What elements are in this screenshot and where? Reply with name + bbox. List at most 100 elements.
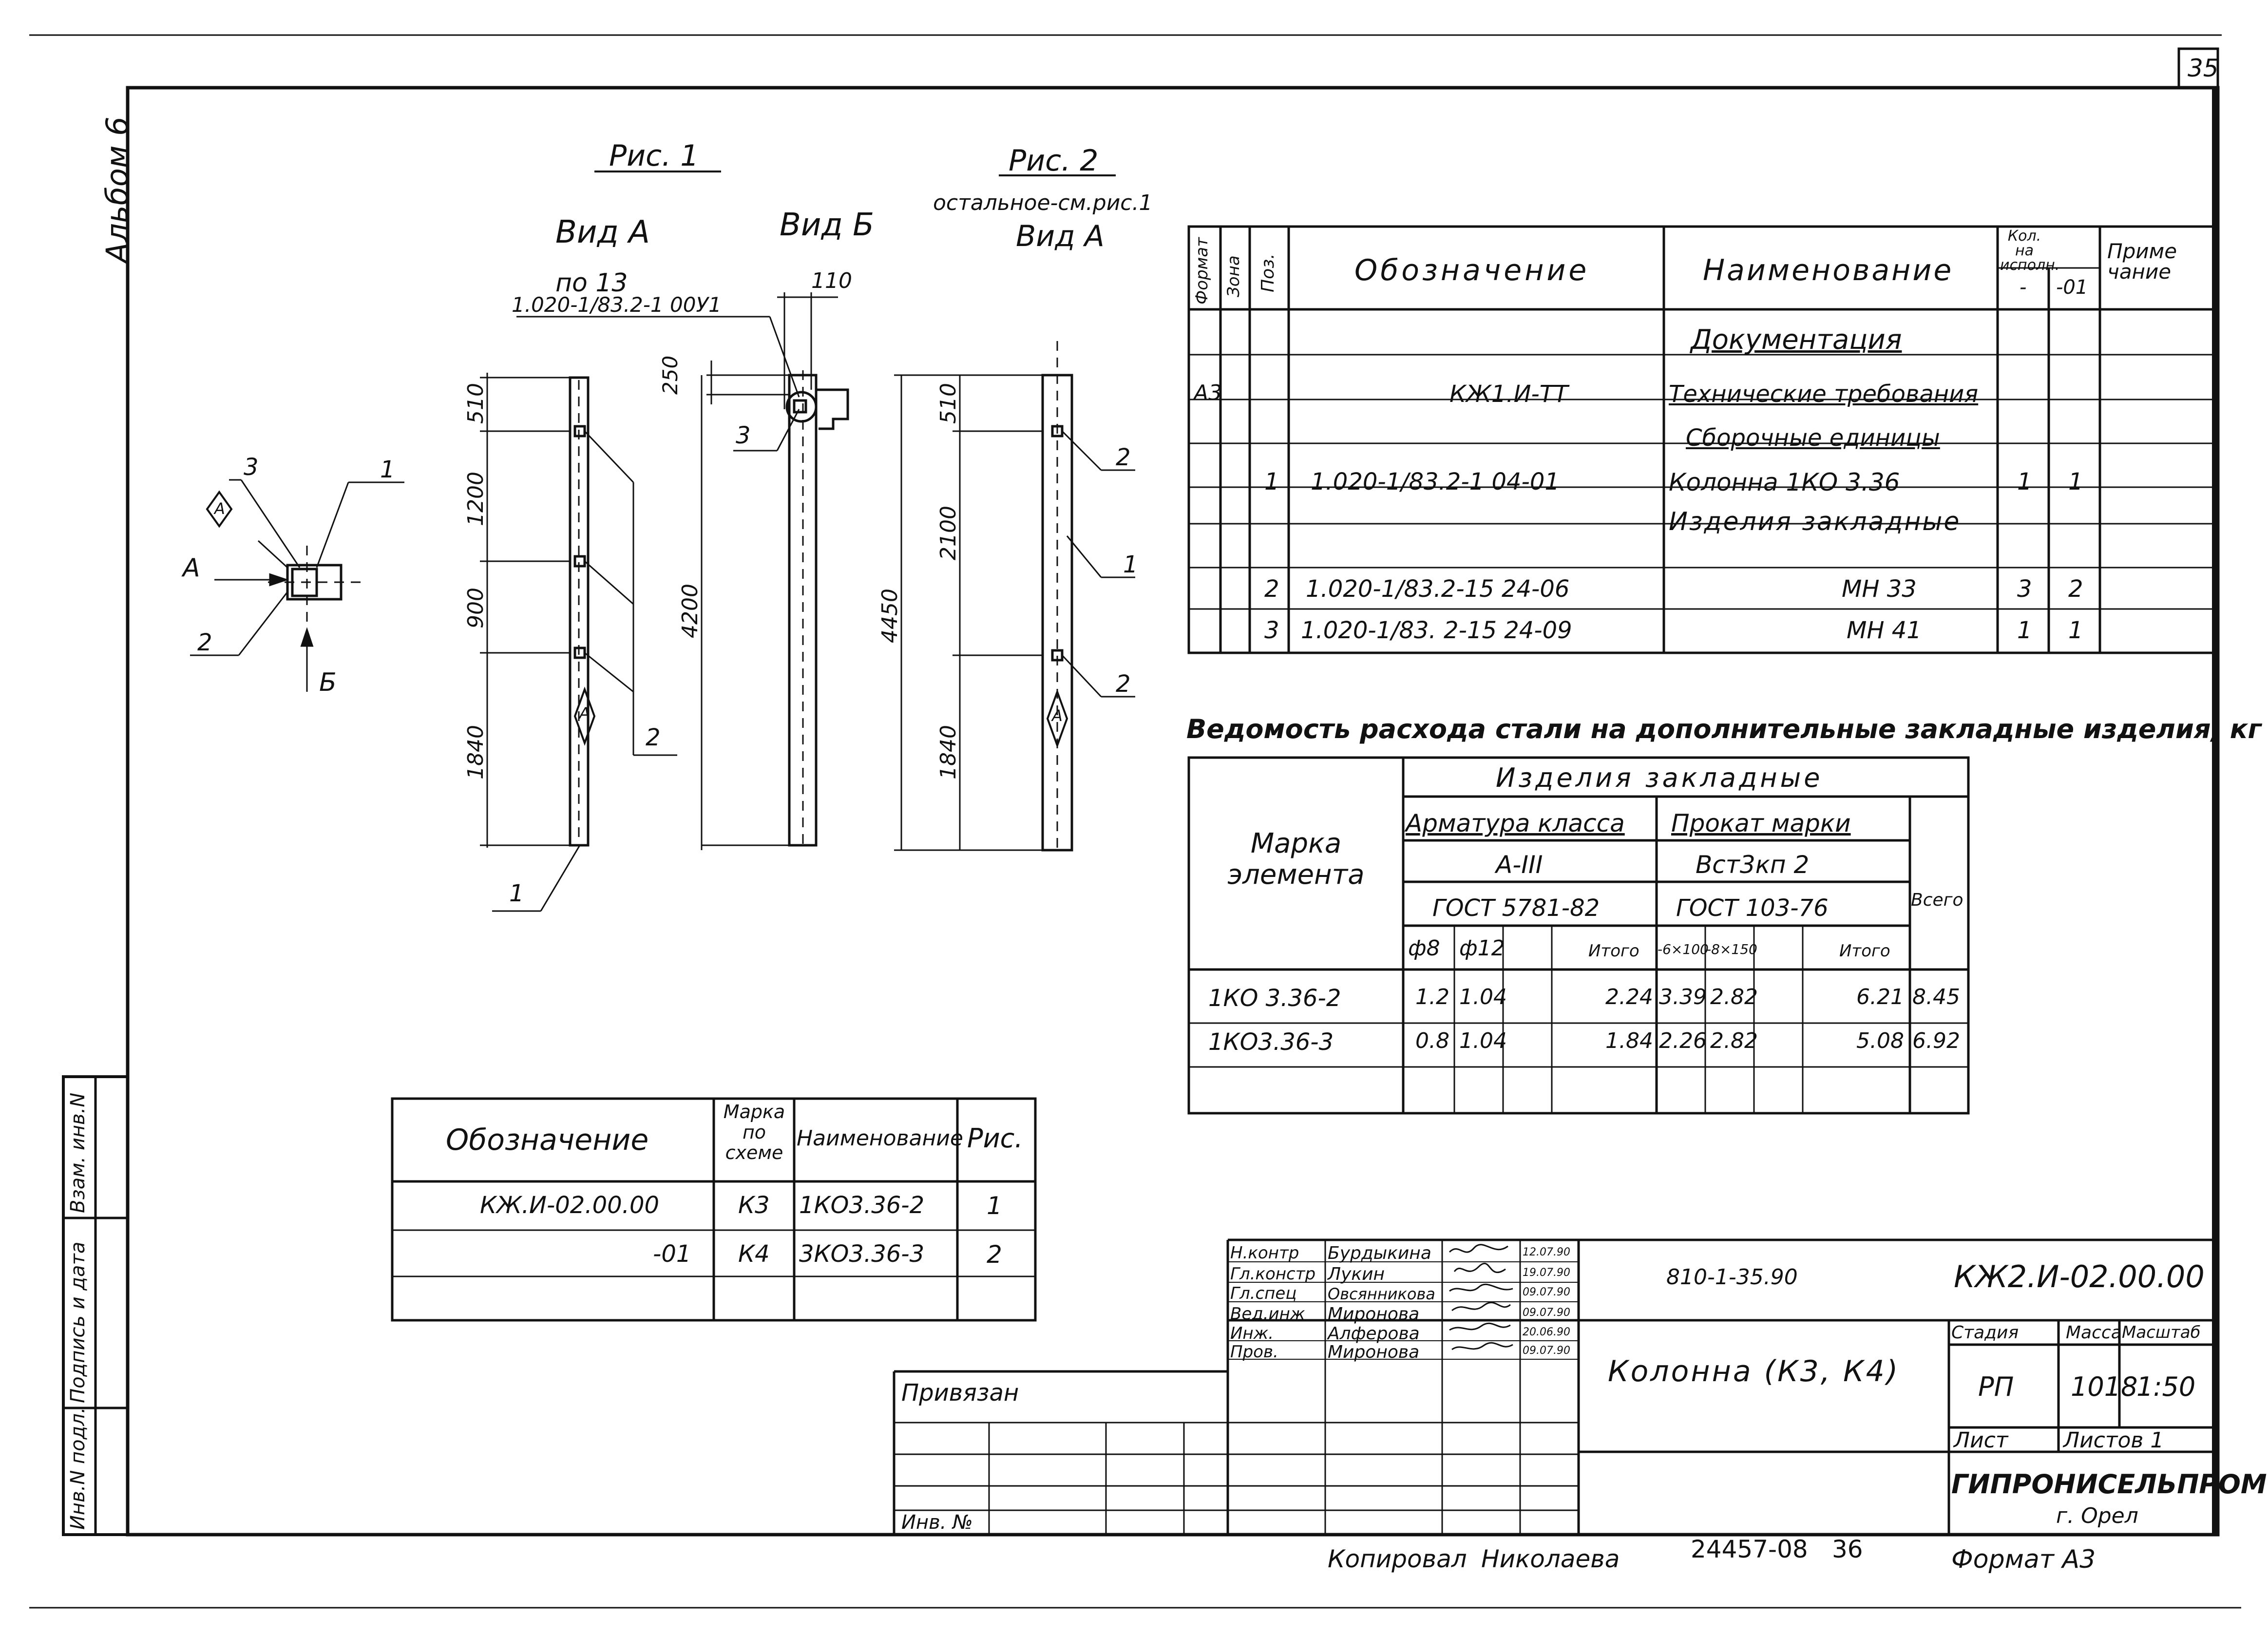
spec-b-1: 1 [2068,468,2083,495]
spec-h-format: Формат [1192,237,1212,304]
stamp-order-sheet: 36 [1832,1535,1863,1563]
spec-a-3: 1 [2017,617,2032,644]
stamp-stage-label: Стадия [1951,1323,2019,1343]
spec-b-3: 1 [2068,617,2083,644]
fig1-ref-line1: по 13 [555,268,628,298]
spec-designation-3: 1.020-1/83. 2-15 24-09 [1301,617,1572,644]
stamp-date-6: 09.07.90 [1523,1345,1570,1357]
sched-row2-designation: -01 [653,1240,691,1268]
steel-row1-itogo2: 6.21 [1856,985,1904,1009]
stamp-inv-no: Инв. № [901,1511,973,1534]
spec-designation-tt: КЖ1.И-ТТ [1449,380,1568,408]
stamp-copier: Николаева [1481,1545,1620,1573]
side-vzam: Взам. инв.N [67,1092,89,1213]
steel-title: Ведомость расхода стали на дополнительны… [1186,714,2262,744]
steel-row2-itogo2: 5.08 [1856,1028,1904,1053]
fig2-note: остальное-см.рис.1 [933,190,1153,215]
fig1-title: Рис. 1 [609,139,699,173]
fig2-view-a: Вид А [1016,219,1105,253]
fig2-dim-4450: 4450 [877,589,902,643]
fig1-view-a: Вид А [555,214,650,250]
fig1-dim-1200: 1200 [463,472,488,526]
steel-rolled-gost: ГОСТ 103-76 [1676,894,1829,922]
stamp-name-3: Овсянникова [1328,1285,1435,1303]
steel-row1-f8: 1.2 [1415,985,1449,1009]
sched-h-name: Наименование [797,1126,963,1151]
spec-h-designation: Обозначение [1354,253,1590,287]
plan-label-1: 1 [380,456,395,483]
fig1-dim-250: 250 [658,355,682,395]
fig1-ref-line2: 1.020-1/83.2-1 00У1 [512,293,722,317]
fig1-mark-a: А [579,704,590,722]
steel-row2-8x150: 2.82 [1710,1028,1758,1053]
steel-col-f8: ф8 [1408,936,1440,961]
fig1-dim-900: 900 [463,588,488,628]
side-sign-date: Подпись и дата [67,1241,89,1403]
plan-mark: А [214,499,225,518]
stamp-order: 24457-08 [1691,1535,1808,1563]
spec-h-pos: Поз. [1258,253,1278,292]
fig2-dim-2100: 2100 [936,506,961,560]
stamp-project: 810-1-35.90 [1666,1265,1798,1290]
spec-pos-3: 3 [1264,617,1279,644]
steel-row2-6x100: 2.26 [1659,1028,1707,1053]
steel-total-header: Всего [1911,890,1963,910]
steel-row2-itogo1: 1.84 [1605,1028,1653,1053]
spec-name-3: МН 41 [1847,617,1922,644]
stamp-date-5: 20.06.90 [1523,1326,1570,1338]
sched-row1-fig: 1 [987,1192,1002,1220]
spec-a-1: 1 [2017,468,2032,495]
fig1-dim-510: 510 [463,383,488,424]
stamp-date-3: 09.07.90 [1523,1286,1570,1298]
side-inv-orig: Инв.N подл. [67,1407,89,1530]
album-label: Альбом 6 [99,116,135,263]
sched-row1-mark: К3 [738,1192,770,1219]
spec-designation-1: 1.020-1/83.2-1 04-01 [1311,468,1560,495]
spec-h-qty-a: - [2020,276,2027,299]
stamp-city: г. Орел [2056,1503,2138,1528]
steel-row1-mark: 1КО 3.36-2 [1208,985,1341,1012]
stamp-privyazan: Привязан [901,1379,1019,1407]
stamp-scale: 1:50 [2136,1371,2196,1402]
stamp-mass-label: Масса [2066,1323,2122,1343]
stamp-name-4: Миронова [1328,1304,1420,1324]
stamp-title: Колонна (К3, К4) [1608,1354,1900,1388]
stamp-name-5: Алферова [1328,1324,1420,1344]
spec-h-zone: Зона [1224,255,1243,297]
fig1-view-b: Вид Б [780,207,874,243]
stamp-stage: РП [1978,1371,2014,1402]
steel-rebar-class: А-III [1496,851,1543,879]
fig2-title: Рис. 2 [1009,144,1099,178]
steel-rebar: Арматура класса [1406,809,1625,837]
sched-row2-fig: 2 [987,1240,1002,1269]
sched-row2-name: 3КО3.36-3 [799,1240,925,1268]
fig1-dim-1840: 1840 [463,725,488,779]
page-number: 35 [2188,54,2219,82]
sched-h-designation: Обозначение [446,1123,649,1157]
spec-name-1: Колонна 1КО 3.36 [1669,468,1900,496]
stamp-code: КЖ2.И-02.00.00 [1954,1259,2205,1294]
spec-h-name: Наименование [1703,253,1954,287]
sched-h-mark: Марка по схеме [723,1101,785,1163]
fig2-label-1: 1 [1123,551,1138,578]
steel-row2-total: 6.92 [1912,1028,1960,1053]
fig2-label-2b: 2 [1116,670,1131,698]
steel-rebar-gost: ГОСТ 5781-82 [1432,894,1600,922]
stamp-role-4: Вед.инж [1230,1304,1305,1324]
spec-h-qty-b: -01 [2056,276,2088,299]
spec-assembly: Сборочные единицы [1686,424,1940,452]
plan-label-2: 2 [197,629,212,656]
plan-label-3: 3 [244,454,259,481]
stamp-name-6: Миронова [1328,1342,1420,1362]
spec-a-2: 3 [2017,575,2032,603]
steel-row1-f12: 1.04 [1459,985,1507,1009]
spec-h-note: Приме чание [2107,239,2177,284]
steel-rolled: Прокат марки [1671,809,1851,837]
stamp-sheet-label: Лист [1954,1428,2008,1453]
stamp-role-6: Пров. [1230,1342,1278,1362]
spec-name-tech: Технические требования [1669,380,1979,408]
stamp-name-2: Лукин [1328,1264,1385,1284]
spec-doc: Документация [1691,324,1902,356]
stamp-role-3: Гл.спец [1230,1284,1297,1303]
